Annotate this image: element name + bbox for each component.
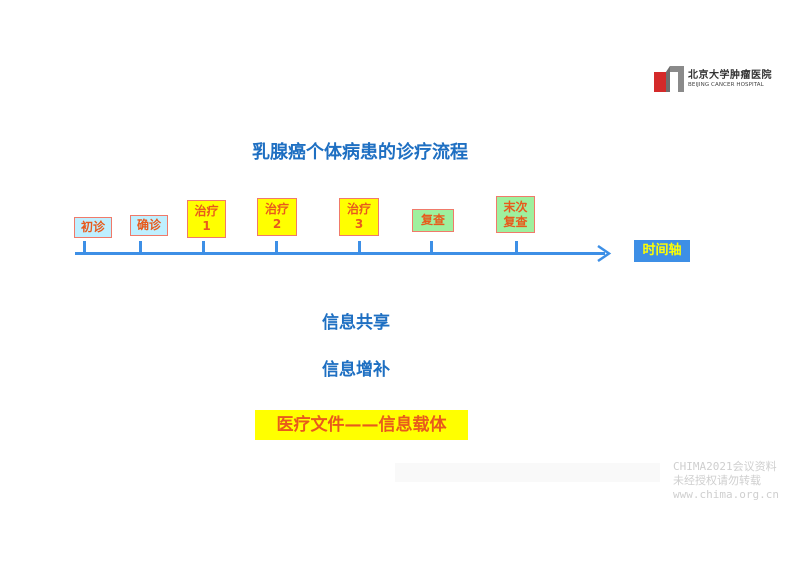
timeline-tick: [139, 241, 142, 253]
event-initial-diagnosis: 初诊: [74, 217, 112, 238]
info-carrier-highlight: 医疗文件——信息载体: [255, 410, 468, 440]
event-follow-up: 复查: [412, 209, 454, 232]
event-label: 复查: [420, 213, 445, 227]
timeline-tick: [515, 241, 518, 253]
event-label: 末次: [503, 199, 528, 214]
event-label: 治疗: [194, 204, 219, 218]
event-label: 初诊: [80, 220, 105, 234]
event-label-number: 2: [272, 217, 282, 231]
info-share-text: 信息共享: [322, 313, 390, 333]
timeline-tick: [430, 241, 433, 253]
page-title: 乳腺癌个体病患的诊疗流程: [252, 142, 468, 163]
event-label: 治疗: [346, 202, 371, 216]
event-treatment-1: 治疗 1: [187, 200, 226, 238]
timeline-tick: [202, 241, 205, 253]
event-final-follow-up: 末次 复查: [496, 196, 535, 233]
hospital-logo: 北京大学肿瘤医院 BEIJING CANCER HOSPITAL: [654, 64, 784, 94]
arrow-right-icon: [597, 245, 612, 262]
event-label: 复查: [503, 214, 528, 229]
faint-background-band: [395, 463, 660, 482]
timeline-tick: [275, 241, 278, 253]
watermark: CHIMA2021会议资料 未经授权请勿转载 www.chima.org.cn: [673, 460, 779, 502]
event-treatment-3: 治疗 3: [339, 198, 379, 236]
watermark-line-1: CHIMA2021会议资料: [673, 460, 777, 473]
timeline-axis: [75, 252, 605, 255]
hospital-logo-icon: [654, 66, 684, 92]
event-confirmed-diagnosis: 确诊: [130, 215, 168, 236]
event-label-number: 3: [354, 217, 364, 231]
timeline-axis-label: 时间轴: [634, 240, 690, 262]
logo-name-en: BEIJING CANCER HOSPITAL: [688, 82, 764, 88]
event-label: 治疗: [264, 202, 289, 216]
timeline-tick: [358, 241, 361, 253]
event-label-number: 1: [202, 219, 211, 233]
logo-name-cn: 北京大学肿瘤医院: [688, 70, 772, 81]
event-label: 确诊: [136, 218, 161, 232]
timeline-tick: [83, 241, 86, 253]
watermark-line-2: 未经授权请勿转载: [673, 474, 761, 487]
info-supplement-text: 信息增补: [322, 360, 390, 380]
watermark-line-3: www.chima.org.cn: [673, 488, 779, 501]
event-treatment-2: 治疗 2: [257, 198, 297, 236]
